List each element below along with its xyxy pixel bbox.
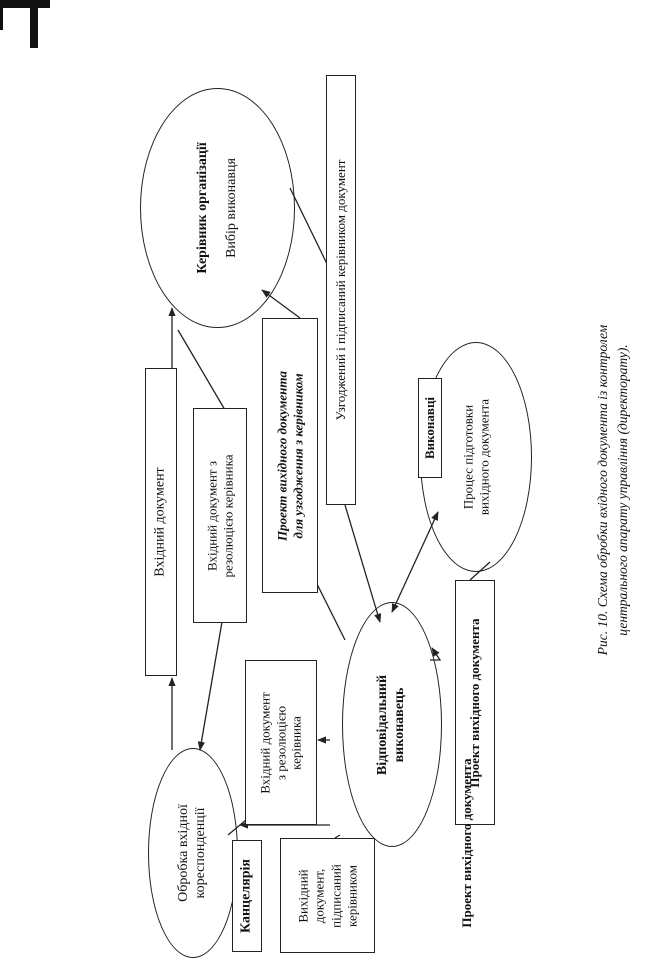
label-uzgodzhenyi: Узгоджений і підписаний керівником докум…: [326, 75, 356, 505]
line-vidp-to-vykhidnyi: [334, 834, 341, 839]
kerivnyk-title: Керівник організації: [194, 142, 210, 274]
scan-artifact: [30, 0, 38, 48]
scan-artifact: [0, 0, 3, 30]
node-vidpovidalnyi: Відповідальний виконавець: [342, 602, 442, 847]
label-vkhidnyi-rez-top: Вхідний документ з резолюцією керівника: [193, 408, 247, 623]
kerivnyk-sub: Вибір виконавця: [223, 158, 239, 258]
figure-caption: Рис. 10. Схема обробки вхідного документ…: [594, 324, 630, 656]
node-kerivnyk: Керівник організації Вибір виконавця: [140, 88, 295, 328]
arrow-uzgodzh-to-vidp: [344, 504, 382, 623]
label-kantselyaria: Канцелярія: [232, 840, 262, 952]
node-obrobka: Обробка вхідної кореспонденції: [148, 748, 238, 958]
label-vykonavtsi: Виконавці: [418, 378, 442, 478]
label-vykhidnyi: Вихідний документ, підписаний керівником: [280, 838, 375, 953]
scan-artifact: [0, 0, 50, 8]
label-proekt-vykh: Проект вихідного документа: [455, 580, 495, 825]
label-vkhidnyi-rez-low: Вхідний документ з резолюцією керівника: [245, 660, 317, 825]
label-proekt-uzgodzh: Проект вихідного документа для узгодженн…: [262, 318, 318, 593]
arrow-rez-to-obrobka: [197, 621, 223, 751]
label-vkhidnyi: Вхідний документ: [145, 368, 177, 676]
line-kerivnyk-to-uzgodzh: [289, 187, 331, 271]
label-proekt-vykh-bottom: Проект вихідного документа: [459, 758, 475, 928]
line-kerivnyk-to-rez: [177, 329, 226, 411]
arrow-vidp-vykonavtsi: [391, 511, 439, 613]
